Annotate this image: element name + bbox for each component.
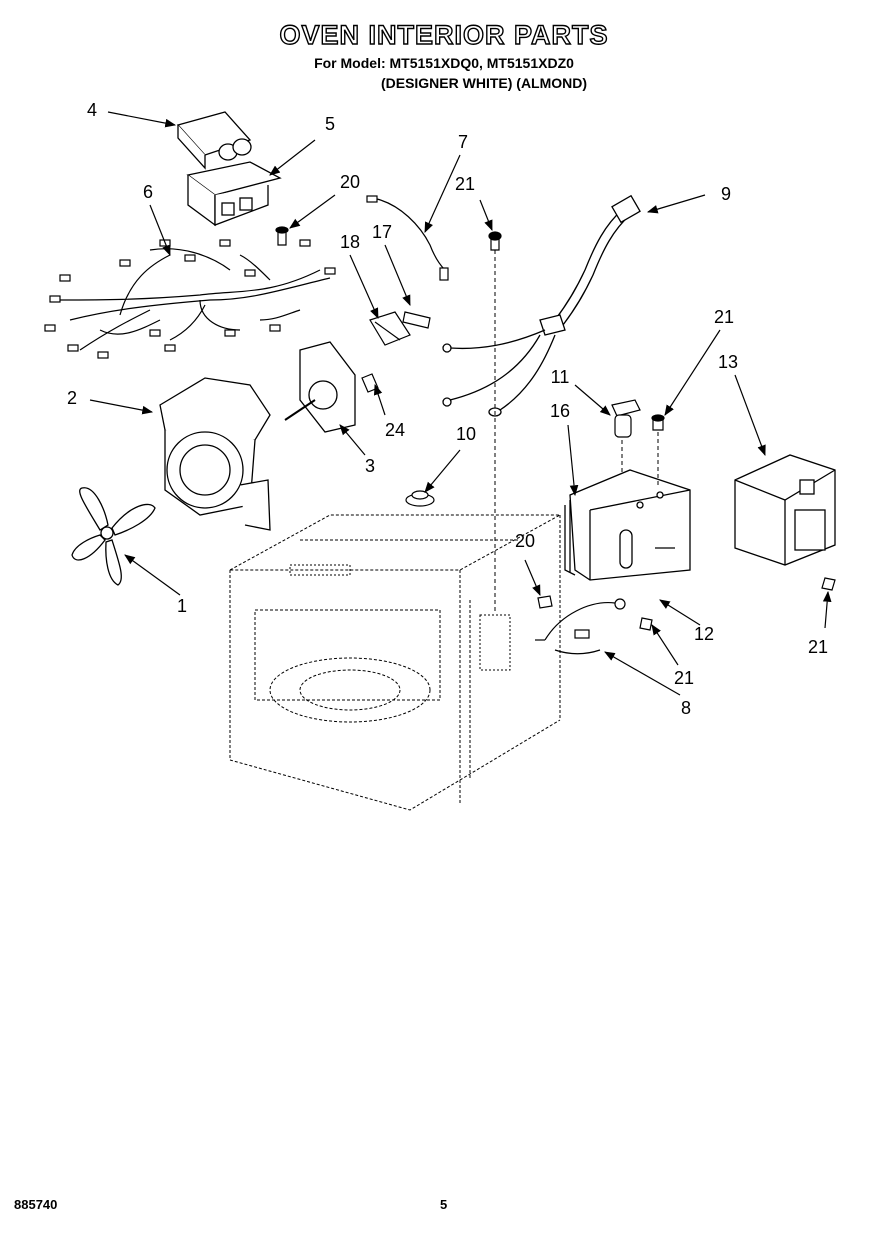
oven-cavity [229,514,561,811]
callout-9: 9 [721,184,731,204]
callout-21: 21 [714,307,734,327]
fan-blade-part [71,487,156,586]
screw-part-21-lower [639,617,653,631]
callout-21: 21 [674,668,694,688]
diode-part [535,598,626,655]
magnetron-shield-part [569,469,691,581]
screw-part-24 [361,373,379,393]
thermal-fuse-part [611,399,641,438]
callout-11: 11 [551,367,570,387]
callout-10: 10 [456,424,476,444]
capacitor-bracket-part [186,161,282,227]
callout-6: 6 [143,182,153,202]
power-cord-part [442,194,641,417]
callout-18: 18 [340,232,360,252]
callout-24: 24 [385,420,405,440]
model-line: For Model: MT5151XDQ0, MT5151XDZ0 [314,55,574,71]
callout-20: 20 [515,531,535,551]
magnetron-part [734,454,836,566]
callout-labels: 4 5 6 20 7 21 9 18 17 2 24 3 1 10 11 16 21 13 20 12 21 8 21 [67,100,828,718]
screw-part-20-top [275,226,289,246]
fuse-holder-part [369,311,411,346]
callout-21: 21 [808,637,828,657]
callout-7: 7 [458,132,468,152]
fan-motor-part [284,341,356,433]
callout-12: 12 [694,624,714,644]
page-title: OVEN INTERIOR PARTS [279,19,609,50]
screw-part-21-top [488,231,502,251]
fan-duct-part [159,377,271,531]
callout-2: 2 [67,388,77,408]
fuse-part [402,311,431,329]
callout-3: 3 [365,456,375,476]
capacitor-part [176,111,252,170]
gasket-part [564,500,576,576]
callout-4: 4 [87,100,97,120]
callout-5: 5 [325,114,335,134]
cavity-vent-holes [289,564,511,671]
color-line: (DESIGNER WHITE) (ALMOND) [380,75,588,91]
thermal-cutout-part [405,490,435,507]
callout-8: 8 [681,698,691,718]
leader-lines [89,111,832,696]
thermal-wire-part [366,195,449,281]
page-number: 5 [440,1197,448,1212]
callout-13: 13 [718,352,738,372]
callout-1: 1 [177,596,187,616]
callout-16: 16 [550,401,570,421]
callout-21: 21 [455,174,475,194]
callout-20: 20 [340,172,360,192]
screw-part-20-lower [537,595,553,609]
document-number: 885740 [14,1197,58,1212]
callout-17: 17 [372,222,392,242]
screw-part-21-right [821,577,836,591]
wire-harness-part [44,239,336,359]
screw-part-21-magnetron [651,414,665,431]
